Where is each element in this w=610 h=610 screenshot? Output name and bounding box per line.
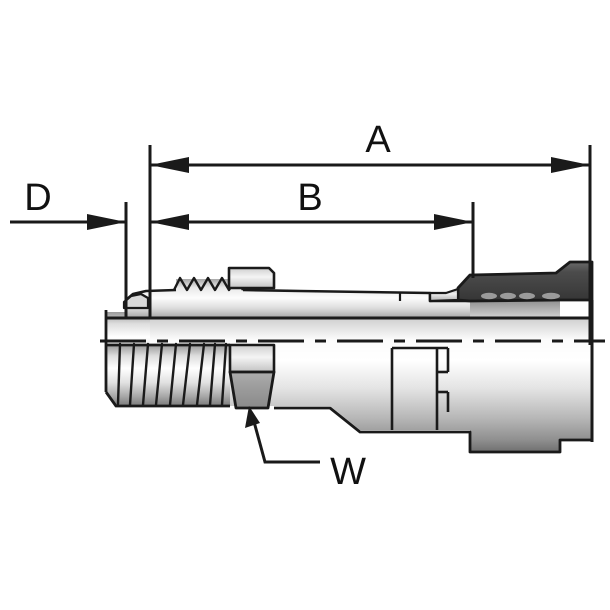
dimension-a-arrow-left bbox=[150, 157, 189, 173]
dimension-a-label: A bbox=[365, 119, 391, 161]
hex-nut-upper-face bbox=[228, 343, 276, 374]
dimension-d: D bbox=[10, 177, 126, 230]
leader-w-label: W bbox=[330, 451, 366, 493]
ferrule-collar bbox=[456, 260, 594, 303]
ferrule-crimp-dimples bbox=[481, 292, 560, 300]
shaft-step-lines bbox=[390, 346, 450, 430]
upper-profile-band bbox=[126, 279, 470, 318]
body-main-cylinder bbox=[106, 300, 592, 452]
leader-w-arrowhead bbox=[245, 406, 260, 428]
dimension-b: B bbox=[150, 177, 473, 230]
part-hose-fitting bbox=[104, 260, 594, 454]
thread-crests-group bbox=[116, 342, 228, 407]
dimension-b-arrow-left bbox=[150, 214, 189, 230]
body-lower-outline bbox=[274, 406, 592, 454]
ferrule-light-transition bbox=[428, 287, 460, 303]
hex-nut-lower-face bbox=[228, 370, 276, 410]
upper-left-lug bbox=[122, 292, 150, 310]
leader-w-line bbox=[251, 417, 320, 464]
upper-hex-block bbox=[227, 266, 276, 290]
dimension-b-arrow-right bbox=[434, 214, 473, 230]
dimension-d-arrow-right bbox=[87, 214, 126, 230]
dimension-d-label: D bbox=[24, 177, 51, 219]
shaft-step-notch bbox=[398, 292, 432, 301]
dimension-a-arrow-right bbox=[551, 157, 590, 173]
leader-w: W bbox=[245, 406, 366, 493]
dimension-b-label: B bbox=[297, 177, 322, 219]
thread-outline bbox=[104, 343, 230, 408]
dimension-a: A bbox=[150, 119, 590, 173]
